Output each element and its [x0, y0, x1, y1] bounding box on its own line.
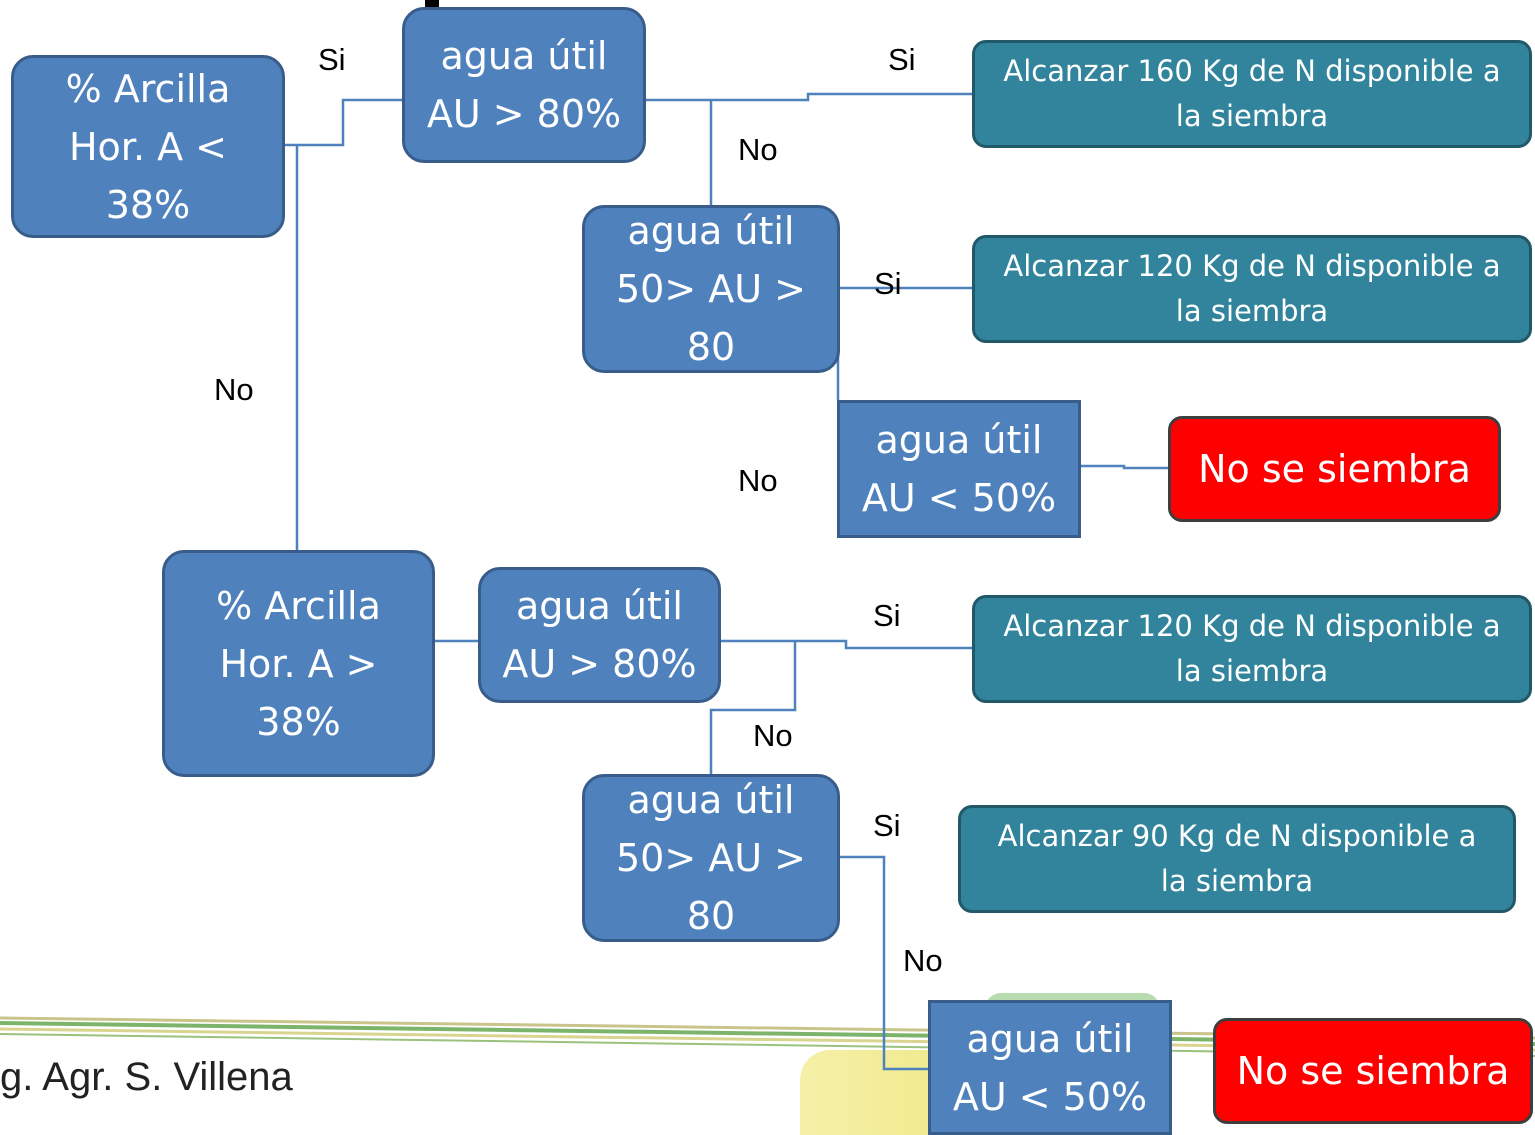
outcome-160-kg-label: Alcanzar 160 Kg de N disponible a la sie… [1003, 54, 1501, 133]
water-below-50-node-2: agua útil AU < 50% [928, 1000, 1172, 1135]
author-footer: g. Agr. S. Villena [0, 1055, 293, 1099]
outcome-90-kg-label: Alcanzar 90 Kg de N disponible a la siem… [997, 819, 1477, 898]
edge-label-no: No [738, 132, 778, 167]
edge-label-no: No [753, 718, 793, 753]
outcome-160-kg-node: Alcanzar 160 Kg de N disponible a la sie… [972, 40, 1532, 148]
water-50-80-label-1: agua útil 50> AU > 80 [616, 209, 806, 369]
no-sowing-label-2: No se siembra [1236, 1049, 1510, 1093]
clay-less-than-38-node: % Arcilla Hor. A < 38% [11, 55, 285, 238]
edge-label-si: Si [873, 598, 901, 633]
edge-label-si: Si [318, 42, 346, 77]
clay-less-than-38-label: % Arcilla Hor. A < 38% [65, 66, 231, 227]
water-below-50-label-1: agua útil AU < 50% [861, 418, 1057, 520]
water-above-80-label-1: agua útil AU > 80% [426, 34, 622, 136]
water-above-80-node-2: agua útil AU > 80% [478, 567, 721, 703]
water-above-80-label-2: agua útil AU > 80% [502, 584, 697, 686]
no-sowing-node-1: No se siembra [1168, 416, 1501, 522]
water-50-80-node-2: agua útil 50> AU > 80 [582, 774, 840, 942]
water-50-80-node-1: agua útil 50> AU > 80 [582, 205, 840, 373]
water-below-50-node-1: agua útil AU < 50% [837, 400, 1081, 538]
edge-label-no: No [214, 372, 254, 407]
outcome-120-kg-label-1: Alcanzar 120 Kg de N disponible a la sie… [1003, 249, 1501, 328]
water-below-50-label-2: agua útil AU < 50% [952, 1016, 1148, 1119]
edge-label-no: No [903, 943, 943, 978]
water-above-80-node-1: agua útil AU > 80% [402, 7, 646, 163]
edge-label-no: No [738, 463, 778, 498]
no-sowing-label-1: No se siembra [1198, 447, 1471, 491]
outcome-120-kg-node-2: Alcanzar 120 Kg de N disponible a la sie… [972, 595, 1532, 703]
edge-label-si: Si [888, 42, 916, 77]
edge-label-si: Si [873, 808, 901, 843]
outcome-120-kg-node-1: Alcanzar 120 Kg de N disponible a la sie… [972, 235, 1532, 343]
outcome-90-kg-node: Alcanzar 90 Kg de N disponible a la siem… [958, 805, 1516, 913]
clay-greater-than-38-node: % Arcilla Hor. A > 38% [162, 550, 435, 777]
outcome-120-kg-label-2: Alcanzar 120 Kg de N disponible a la sie… [1003, 609, 1501, 688]
no-sowing-node-2: No se siembra [1213, 1018, 1533, 1124]
water-50-80-label-2: agua útil 50> AU > 80 [616, 778, 806, 938]
clay-greater-than-38-label: % Arcilla Hor. A > 38% [216, 583, 381, 744]
edge-label-si: Si [874, 266, 902, 301]
